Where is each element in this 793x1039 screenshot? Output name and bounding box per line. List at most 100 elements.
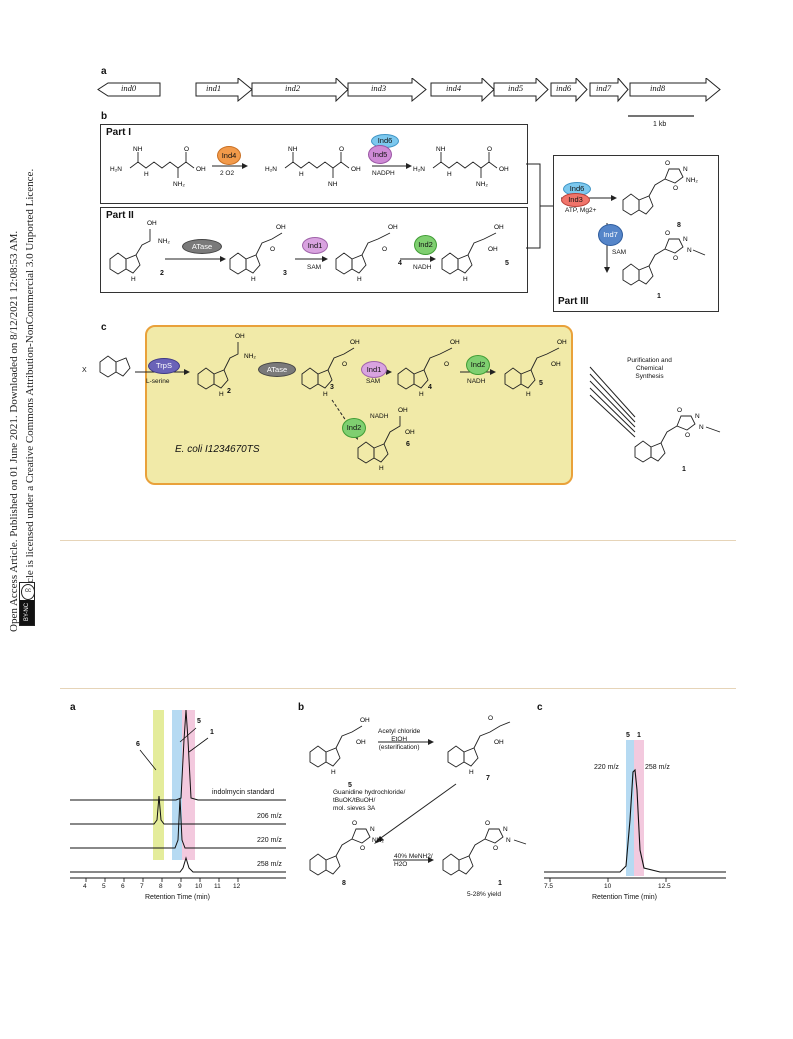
enzyme-atase-c: ATase xyxy=(258,362,296,377)
svg-text:OH: OH xyxy=(360,717,370,724)
svg-text:OH: OH xyxy=(350,339,360,346)
xtick-c-7.5: 7.5 xyxy=(544,883,554,890)
svg-text:H: H xyxy=(379,465,384,472)
svg-text:N: N xyxy=(503,826,508,833)
license-sidebar: Open Access Article. Published on 01 Jun… xyxy=(0,0,46,680)
svg-text:H: H xyxy=(469,769,474,776)
svg-text:N: N xyxy=(683,166,688,173)
compound-5-c: 5 xyxy=(539,380,543,387)
svg-text:OH: OH xyxy=(388,224,398,231)
purification-label: Purification and Chemical Synthesis xyxy=(612,357,687,381)
trace-c xyxy=(544,768,726,873)
svg-text:H: H xyxy=(299,171,304,178)
compound-3: 3 xyxy=(283,270,287,277)
svg-text:OH: OH xyxy=(551,361,561,368)
gene-label-ind2: ind2 xyxy=(285,83,301,93)
svg-text:O: O xyxy=(444,361,449,368)
gene-label-ind3: ind3 xyxy=(371,83,387,93)
svg-text:H: H xyxy=(251,276,256,283)
svg-text:O: O xyxy=(360,845,365,852)
enzyme-trps: TrpS xyxy=(148,358,180,374)
divider-bottom xyxy=(60,688,736,689)
peak-5-leader xyxy=(179,727,197,743)
compound-8: 8 xyxy=(677,222,681,229)
gene-arrow-ind1 xyxy=(195,78,253,103)
fig2-panel-c-label: c xyxy=(537,702,543,713)
peak-1-leader xyxy=(188,737,209,753)
fig1-panel-b-label: b xyxy=(101,111,108,122)
enzyme-ind5: Ind5 xyxy=(368,145,392,164)
step3-line-1: 40% MeNH2/ xyxy=(394,853,433,860)
svg-text:H: H xyxy=(131,276,136,283)
xtick-a-8: 8 xyxy=(159,883,163,890)
svg-text:OH: OH xyxy=(276,224,286,231)
divider-top xyxy=(60,540,736,541)
purif-line-2: Chemical xyxy=(635,365,664,373)
step1-conditions: Acetyl chloride EtOH (esterification) xyxy=(378,728,420,751)
gene-arrow-ind0 xyxy=(97,82,161,97)
c-label-220: 220 m/z xyxy=(594,764,619,771)
compound-8-b: 8 xyxy=(342,880,346,887)
gene-arrow-ind8 xyxy=(629,78,721,103)
svg-text:O: O xyxy=(677,407,682,414)
svg-text:H₂N: H₂N xyxy=(265,166,277,173)
enzyme-ind2-branch: Ind2 xyxy=(342,418,366,438)
peak-label-5: 5 xyxy=(197,718,201,725)
compound-5: 5 xyxy=(505,260,509,267)
enzyme-ind7: Ind7 xyxy=(598,224,623,246)
highlight-peak-5 xyxy=(172,710,182,860)
svg-text:OH: OH xyxy=(147,220,157,227)
x-axis-a-label: Retention Time (min) xyxy=(145,894,210,901)
cond-sam-2: SAM xyxy=(612,249,627,256)
compound-7-b: 7 xyxy=(486,775,490,782)
svg-text:NH: NH xyxy=(436,146,446,153)
svg-text:O: O xyxy=(382,246,387,253)
cond-o2: 2 O2 xyxy=(220,170,235,177)
svg-text:OH: OH xyxy=(351,166,361,173)
enzyme-ind4: Ind4 xyxy=(217,146,241,165)
cond-nadh: NADH xyxy=(413,264,432,271)
cond-nadh-branch: NADH xyxy=(370,413,389,420)
svg-text:N: N xyxy=(699,424,704,431)
x-substituent-start: X xyxy=(82,367,87,374)
svg-text:O: O xyxy=(352,820,357,827)
gene-arrow-ind6 xyxy=(550,78,588,103)
trace-220 xyxy=(70,797,286,849)
enzyme-ind1: Ind1 xyxy=(302,237,328,254)
license-line-2: This article is licensed under a Creativ… xyxy=(24,168,36,620)
xtick-a-5: 5 xyxy=(102,883,106,890)
gene-label-ind6: ind6 xyxy=(556,83,572,93)
svg-text:O: O xyxy=(665,230,670,237)
fig1-panel-a-label: a xyxy=(101,66,107,77)
highlight-c-220 xyxy=(626,740,634,876)
step3-conditions: 40% MeNH2/ H2O xyxy=(394,853,433,870)
step1-line-1: Acetyl chloride xyxy=(378,728,421,735)
svg-text:H₂N: H₂N xyxy=(413,166,425,173)
highlight-c-258 xyxy=(634,740,644,876)
enzyme-ind3: Ind3 xyxy=(561,193,590,207)
x-axis-c-ticks xyxy=(549,878,667,882)
cc-badge[interactable]: cc BY-NC xyxy=(19,582,35,626)
compound-6: 6 xyxy=(406,441,410,448)
trace-label-indolmycin: indolmycin standard xyxy=(212,789,275,796)
scale-label: 1 kb xyxy=(653,121,667,128)
compound-5-b: 5 xyxy=(348,782,352,789)
svg-text:OH: OH xyxy=(196,166,206,173)
purif-line-3: Synthesis xyxy=(635,373,664,381)
gene-label-ind4: ind4 xyxy=(446,83,462,93)
step1-line-3: (esterification) xyxy=(378,743,420,751)
gene-label-ind7: ind7 xyxy=(596,83,612,93)
trace-label-206: 206 m/z xyxy=(257,813,282,820)
cond-sam-c: SAM xyxy=(366,378,381,385)
fig1-panel-c-label: c xyxy=(101,322,107,333)
step2-line-1: Guanidine hydrochloride/ xyxy=(333,789,406,796)
gene-arrow-ind3 xyxy=(347,78,427,103)
svg-text:H: H xyxy=(323,391,328,398)
svg-text:O: O xyxy=(488,715,493,722)
xtick-a-7: 7 xyxy=(140,883,144,890)
svg-text:O: O xyxy=(485,820,490,827)
gene-cluster xyxy=(97,78,721,117)
svg-text:O: O xyxy=(339,146,344,153)
svg-text:O: O xyxy=(493,845,498,852)
